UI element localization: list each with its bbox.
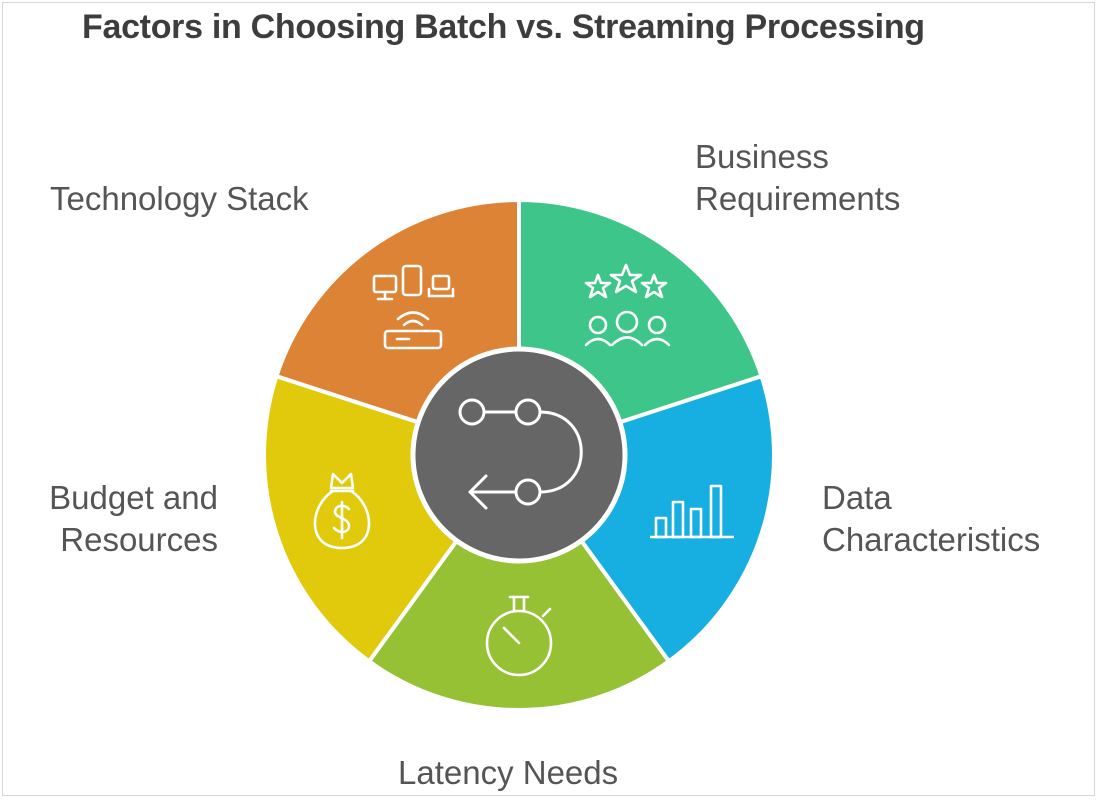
money-bag-icon [313,472,371,550]
label-line: Resources [60,521,218,558]
label-line: Requirements [695,180,901,217]
label-business-requirements: Business Requirements [695,136,900,220]
label-latency-needs: Latency Needs [398,752,618,794]
stars-audience-icon [584,263,671,347]
label-technology-stack: Technology Stack [50,178,309,220]
bar-chart-icon [650,484,734,539]
label-budget-and-resources: Budget and Resources [28,477,218,561]
label-line: Business [695,138,829,175]
center-hub [410,346,628,564]
label-line: Data [822,479,892,516]
workflow-cycle-icon [458,398,583,510]
diagram-title: Factors in Choosing Batch vs. Streaming … [82,8,925,46]
devices-router-icon [372,264,455,350]
stopwatch-icon [485,595,553,677]
label-line: Characteristics [822,521,1041,558]
segment-latency [367,453,671,712]
label-line: Technology Stack [50,180,309,217]
label-data-characteristics: Data Characteristics [822,477,1040,561]
label-line: Latency Needs [398,754,619,791]
label-line: Budget and [49,479,218,516]
